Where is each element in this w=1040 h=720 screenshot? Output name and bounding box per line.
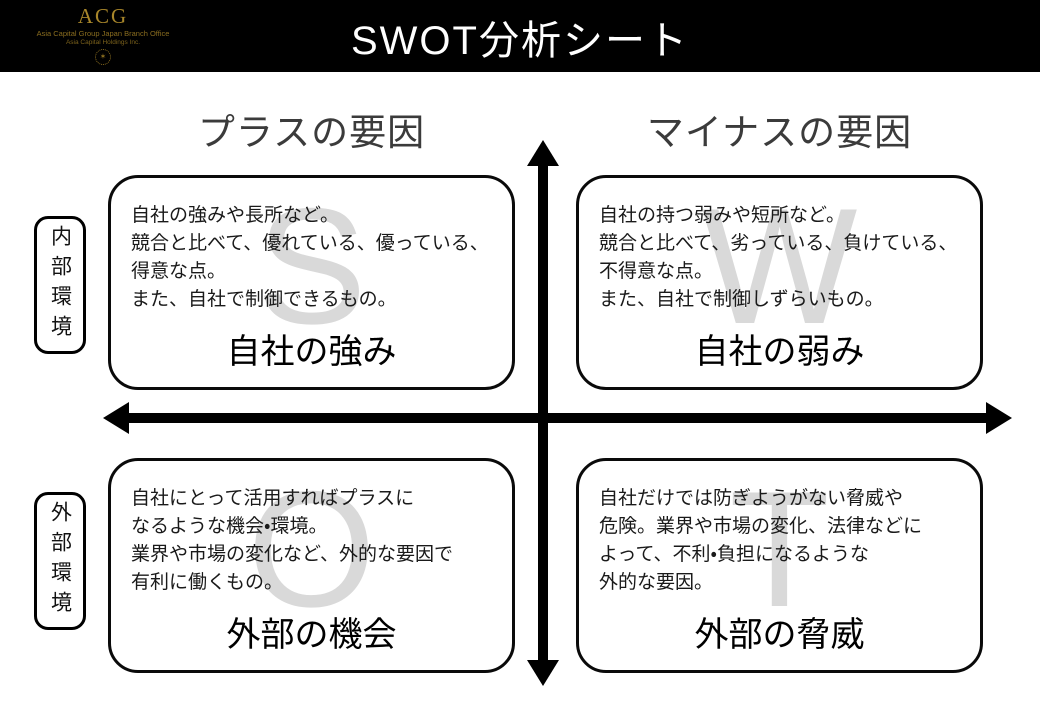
arrow-left-icon [103, 402, 129, 434]
quadrant-strengths: S 自社の強みや長所など。 競合と比べて、優れている、優っている、 得意な点。 … [108, 175, 515, 390]
quadrant-description: 自社にとって活用すればプラスに なるような機会・環境。 業界や市場の変化など、外… [131, 488, 454, 593]
quadrant-title: 外部の機会 [226, 616, 397, 654]
watermark-letter-s: S [256, 175, 367, 358]
page-title: SWOT分析シート [351, 19, 689, 63]
row-label-internal-environment: 内部環境 [34, 216, 86, 354]
logo-company-line: Asia Capital Group Japan Branch Office [36, 29, 170, 39]
quadrant-threats: T 自社だけでは防ぎようがない脅威や 危険。業界や市場の変化、法律などに よって… [576, 458, 983, 673]
quadrant-weaknesses: W 自社の持つ弱みや短所など。 競合と比べて、劣っている、負けている、 不得意な… [576, 175, 983, 390]
arrow-down-icon [527, 660, 559, 686]
watermark-letter-o: O [247, 458, 376, 641]
logo-acronym: ACG [77, 4, 129, 28]
quadrant-title: 外部の脅威 [694, 616, 865, 654]
column-header-plus-factors: プラスの要因 [197, 112, 426, 153]
header-bar: ACG Asia Capital Group Japan Branch Offi… [0, 0, 1040, 72]
row-label-text: 外部環境 [48, 501, 72, 621]
arrow-right-icon [986, 402, 1012, 434]
vertical-axis-line [538, 162, 548, 662]
row-label-external-environment: 外部環境 [34, 492, 86, 630]
quadrant-title: 自社の弱み [694, 333, 865, 371]
horizontal-axis-line [127, 413, 987, 423]
quadrant-opportunities: O 自社にとって活用すればプラスに なるような機会・環境。 業界や市場の変化など… [108, 458, 515, 673]
logo-holdings-line: Asia Capital Holdings Inc. [65, 39, 141, 47]
arrow-up-icon [527, 140, 559, 166]
quadrant-description: 自社の持つ弱みや短所など。 競合と比べて、劣っている、負けている、 不得意な点。… [599, 205, 958, 310]
watermark-letter-t: T [729, 458, 830, 641]
quadrant-description: 自社の強みや長所など。 競合と比べて、優れている、優っている、 得意な点。 また… [131, 205, 489, 310]
column-header-minus-factors: マイナスの要因 [646, 112, 913, 153]
acg-logo: ACG Asia Capital Group Japan Branch Offi… [18, 4, 188, 66]
row-label-text: 内部環境 [48, 225, 72, 345]
watermark-letter-w: W [701, 175, 858, 358]
quadrant-description: 自社だけでは防ぎようがない脅威や 危険。業界や市場の変化、法律などに よって、不… [599, 488, 923, 593]
seal-emblem-icon: ✶ [95, 49, 111, 66]
quadrant-title: 自社の強み [226, 333, 397, 371]
